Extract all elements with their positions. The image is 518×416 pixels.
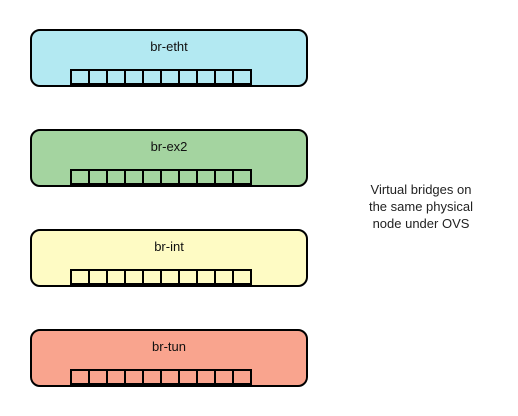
bridge-port <box>160 269 180 285</box>
caption-line: the same physical <box>368 199 474 214</box>
bridge-port <box>106 169 126 185</box>
bridge-port <box>214 369 234 385</box>
bridge-port <box>178 369 198 385</box>
bridge-port <box>124 169 144 185</box>
bridge-port <box>142 169 162 185</box>
bridge-port <box>196 169 216 185</box>
bridge-port <box>88 69 108 85</box>
bridge-port <box>88 269 108 285</box>
bridge-name: br-int <box>154 239 184 254</box>
bridge-name: br-tun <box>152 339 186 354</box>
bridge-port <box>142 269 162 285</box>
caption-line: Virtual bridges on <box>370 182 472 197</box>
bridge-port <box>232 169 252 185</box>
port-row <box>70 169 252 185</box>
bridge-port <box>160 169 180 185</box>
bridge-port <box>160 69 180 85</box>
bridge-port <box>196 69 216 85</box>
bridge-name: br-etht <box>150 39 188 54</box>
bridge-port <box>106 269 126 285</box>
port-row <box>70 69 252 85</box>
bridge-port <box>232 269 252 285</box>
bridge-port <box>70 269 90 285</box>
bridge-port <box>196 369 216 385</box>
port-row <box>70 369 252 385</box>
bridge-port <box>106 369 126 385</box>
bridge-port <box>160 369 180 385</box>
bridge-port <box>124 69 144 85</box>
bridge-br-tun: br-tun <box>30 329 308 387</box>
bridge-port <box>88 169 108 185</box>
bridge-port <box>142 69 162 85</box>
bridge-port <box>88 369 108 385</box>
bridge-name: br-ex2 <box>150 139 188 154</box>
bridge-port <box>70 69 90 85</box>
bridge-port <box>214 69 234 85</box>
bridge-br-int: br-int <box>30 229 308 287</box>
port-row <box>70 269 252 285</box>
bridge-port <box>178 169 198 185</box>
bridge-br-etht: br-etht <box>30 29 308 87</box>
bridge-port <box>124 369 144 385</box>
bridge-port <box>178 69 198 85</box>
bridge-port <box>232 369 252 385</box>
caption-line: node under OVS <box>372 216 470 231</box>
bridge-br-ex2: br-ex2 <box>30 129 308 187</box>
bridge-port <box>214 169 234 185</box>
diagram-caption: Virtual bridges on the same physical nod… <box>350 181 492 232</box>
bridge-port <box>178 269 198 285</box>
bridge-port <box>196 269 216 285</box>
bridge-port <box>232 69 252 85</box>
bridge-port <box>70 369 90 385</box>
bridge-port <box>70 169 90 185</box>
bridge-port <box>106 69 126 85</box>
bridge-port <box>214 269 234 285</box>
bridge-port <box>142 369 162 385</box>
bridge-port <box>124 269 144 285</box>
